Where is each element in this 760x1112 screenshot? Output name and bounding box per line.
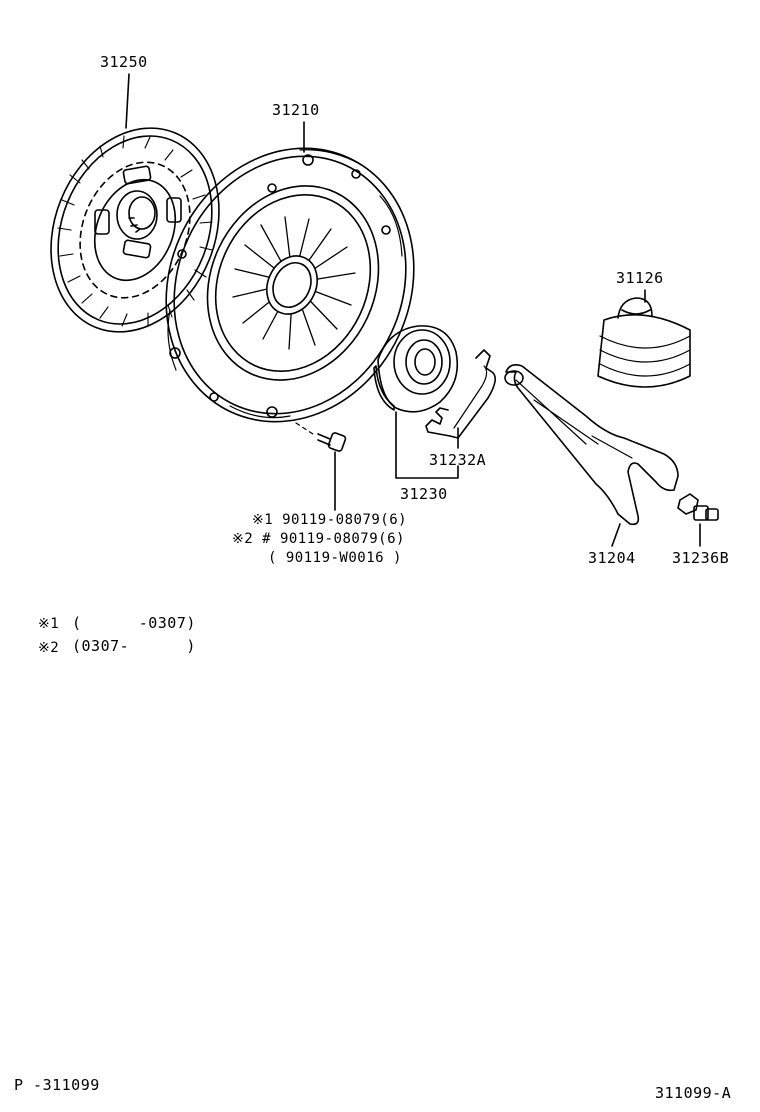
part-label-release-fork[interactable]: 31204 [588,549,636,567]
release-bearing-drawing [373,325,459,479]
part-label-boot[interactable]: 31126 [616,269,664,287]
note1-text: ( -0307) [72,614,196,632]
release-fork-drawing [504,364,679,547]
clutch-disc-drawing [50,73,220,333]
part-label-clutch-cover[interactable]: 31210 [272,101,320,119]
note1-mark: ※1 [38,616,60,632]
bolt-drawing [295,422,347,511]
boot-drawing [597,289,691,388]
note2-text: (0307- ) [72,637,196,655]
release-clip-drawing [425,349,496,449]
footer-right-code: 311099-A [655,1084,732,1102]
bolt-callout-line1[interactable]: ※1 90119-08079(6) [252,512,408,528]
part-label-release-bearing[interactable]: 31230 [400,485,448,503]
bolt-callout-line3[interactable]: ( 90119-W0016 ) [268,550,402,566]
part-label-release-clip[interactable]: 31232A [429,451,487,469]
clutch-cover-drawing [165,121,415,423]
footer-left-code: P -311099 [14,1076,100,1094]
note2-mark: ※2 [38,640,60,656]
fork-support-drawing [677,493,719,547]
part-label-fork-support[interactable]: 31236B [672,549,730,567]
bolt-callout-line2[interactable]: ※2 # 90119-08079(6) [232,531,405,547]
part-label-clutch-disc[interactable]: 31250 [100,53,148,71]
